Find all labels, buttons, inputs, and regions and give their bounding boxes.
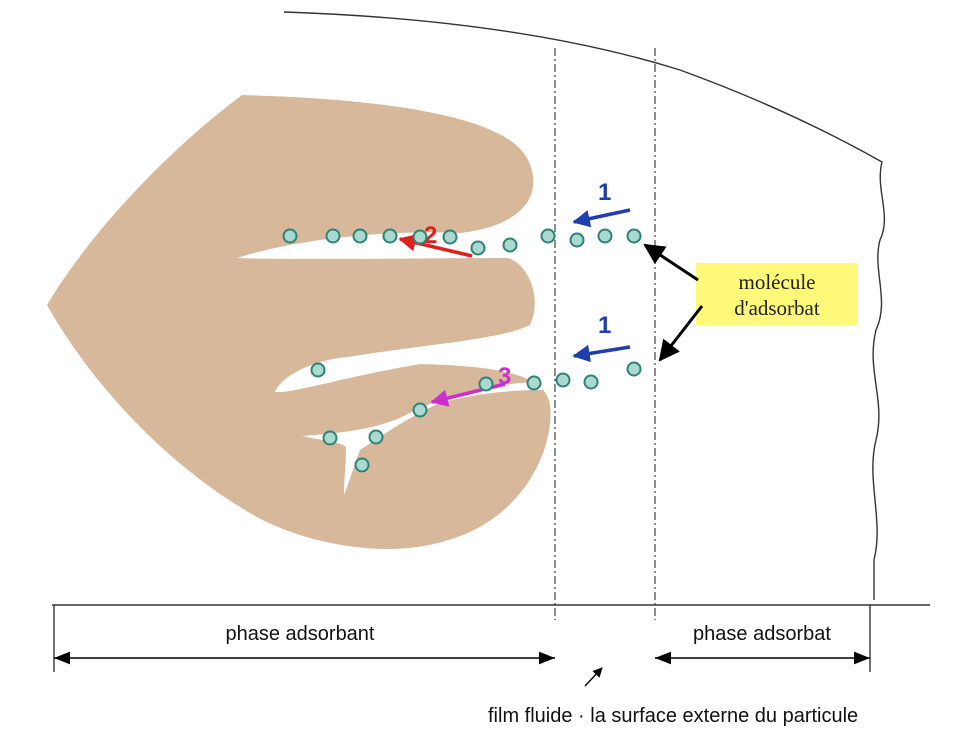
molecule (528, 377, 541, 390)
molecule (414, 231, 427, 244)
molecule-label-line2: d'adsorbat (734, 296, 820, 320)
molecule (356, 459, 369, 472)
molecule (542, 230, 555, 243)
step1-upper-number: 1 (598, 179, 611, 206)
molecule (585, 376, 598, 389)
molecule (444, 231, 457, 244)
molecule (384, 230, 397, 243)
molecule (472, 242, 485, 255)
adsorbent-grain (47, 95, 550, 549)
molecule (628, 230, 641, 243)
molecule (354, 230, 367, 243)
phase-adsorbat-label: phase adsorbat (693, 623, 831, 645)
molecule (628, 363, 641, 376)
molecule (480, 378, 493, 391)
molecule-label-line1: molécule (739, 270, 816, 294)
step1-upper-arrow (574, 210, 630, 222)
molecule (557, 374, 570, 387)
step3-number: 3 (498, 363, 511, 390)
pointer-to-lower-molecule (660, 306, 702, 360)
phase-adsorbant-label: phase adsorbant (225, 623, 374, 645)
film-pointer-arrow (585, 668, 602, 686)
molecule (599, 230, 612, 243)
molecule (327, 230, 340, 243)
molecule (504, 239, 517, 252)
molecule (284, 230, 297, 243)
molecule (370, 431, 383, 444)
step1-lower-arrow (574, 347, 630, 356)
bottom-caption: film fluide · la surface externe du part… (488, 705, 858, 727)
pointer-to-upper-molecule (645, 245, 698, 280)
molecule (312, 364, 325, 377)
molecule (414, 404, 427, 417)
molecule (324, 432, 337, 445)
molecule (571, 234, 584, 247)
step1-lower-number: 1 (598, 312, 611, 339)
